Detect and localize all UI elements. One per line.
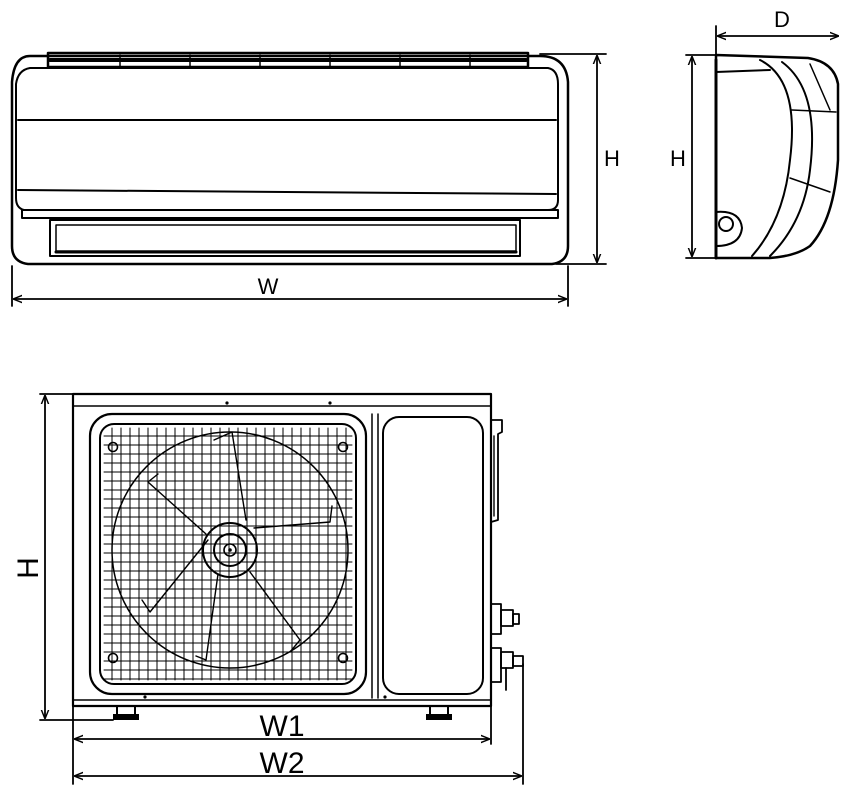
indoor-side-height-dimension (685, 54, 717, 259)
outdoor-width-2-label: W2 (260, 747, 305, 780)
indoor-unit-front (10, 51, 570, 266)
outdoor-height-label: H (12, 557, 45, 579)
indoor-side-height-label: H (670, 146, 686, 171)
outdoor-unit (71, 392, 524, 720)
outdoor-width-1-label: W1 (260, 710, 305, 743)
indoor-depth-label: D (774, 7, 790, 32)
indoor-height-dimension (539, 53, 607, 265)
indoor-height-label: H (604, 146, 620, 171)
outdoor-height-dimension (39, 393, 114, 721)
outdoor-width-2-dimension (74, 663, 524, 785)
outdoor-width-1-dimension (72, 705, 492, 785)
indoor-depth-dimension (715, 25, 839, 55)
indoor-unit-side (714, 53, 840, 260)
indoor-width-label: W (258, 274, 279, 299)
indoor-width-dimension (11, 265, 569, 307)
